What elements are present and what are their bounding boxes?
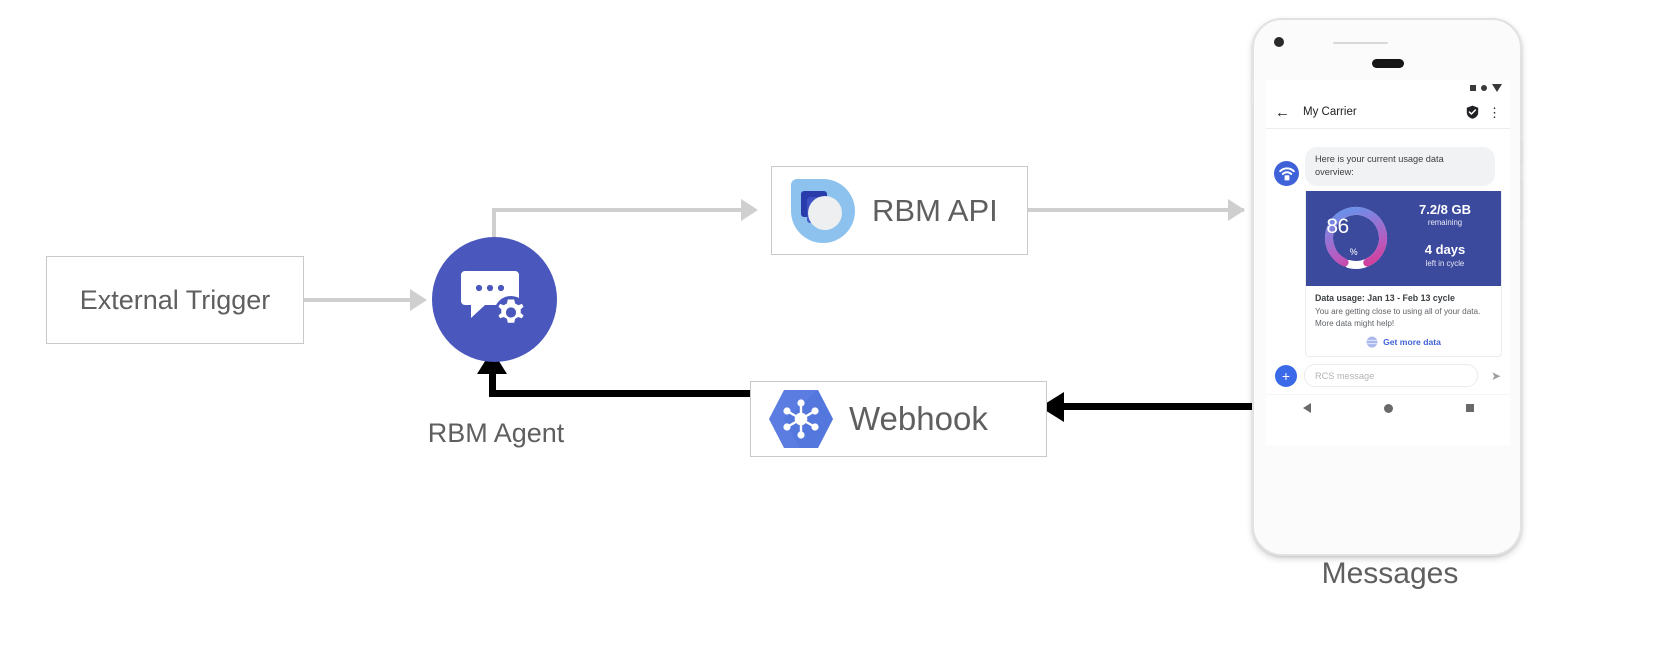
connector-agent-to-api-vertical bbox=[492, 208, 496, 242]
webhook-label: Webhook bbox=[849, 400, 988, 437]
card-body: Data usage: Jan 13 - Feb 13 cycle You ar… bbox=[1306, 286, 1501, 357]
conversation-area: Here is your current usage data overview… bbox=[1266, 129, 1510, 358]
node-rbm-agent[interactable] bbox=[432, 237, 557, 362]
connector-api-to-phone bbox=[1028, 208, 1244, 212]
message-composer: + RCS message ➤ bbox=[1266, 357, 1510, 394]
rbm-api-label: RBM API bbox=[872, 192, 998, 228]
gauge-value: 86 bbox=[1326, 214, 1349, 238]
rcs-message-input[interactable]: RCS message bbox=[1304, 364, 1478, 388]
card-hero: 86 % 7.2/8 GB remaining 4 days left in c… bbox=[1306, 190, 1501, 286]
app-bar-title: My Carrier bbox=[1303, 106, 1357, 118]
connector-trigger-to-agent bbox=[304, 298, 410, 302]
external-trigger-label: External Trigger bbox=[79, 284, 271, 315]
card-description: You are getting close to using all of yo… bbox=[1315, 306, 1481, 328]
phone-screen: ← My Carrier ⋮ bbox=[1266, 80, 1510, 445]
rbm-droplet-logo bbox=[791, 178, 855, 243]
phone-front-camera-icon bbox=[1274, 37, 1284, 47]
arrowhead-agent-to-api bbox=[741, 199, 758, 221]
phone-sensor-line bbox=[1333, 42, 1388, 44]
connector-webhook-to-agent-horizontal bbox=[489, 390, 751, 397]
phone-sim-tray bbox=[1251, 78, 1254, 104]
add-icon[interactable]: + bbox=[1275, 364, 1297, 387]
card-title: Data usage: Jan 13 - Feb 13 cycle bbox=[1315, 292, 1455, 303]
phone-power-button[interactable] bbox=[1520, 140, 1523, 166]
battery-triangle-icon bbox=[1492, 84, 1502, 92]
phone-device: ← My Carrier ⋮ bbox=[1251, 18, 1523, 556]
get-more-data-label: Get more data bbox=[1383, 337, 1441, 348]
wifi-dot-icon bbox=[1481, 85, 1487, 91]
stat-data-main: 7.2/8 GB bbox=[1418, 201, 1472, 217]
stat-cycle-sub: left in cycle bbox=[1425, 258, 1465, 268]
node-rbm-api[interactable]: RBM API bbox=[771, 166, 1028, 255]
gauge-value-group: 86 % bbox=[1306, 191, 1378, 263]
gauge-unit: % bbox=[1349, 246, 1358, 257]
nav-recents-icon[interactable] bbox=[1465, 404, 1474, 413]
message-bubble: Here is your current usage data overview… bbox=[1305, 147, 1495, 186]
rcs-input-placeholder: RCS message bbox=[1315, 370, 1375, 381]
hero-stats: 7.2/8 GB remaining 4 days left in cycle bbox=[1399, 202, 1491, 268]
node-external-trigger[interactable]: External Trigger bbox=[46, 256, 304, 344]
phone-caption: Messages bbox=[1321, 557, 1459, 590]
stat-data-sub: remaining bbox=[1427, 218, 1463, 228]
phone-earpiece-speaker bbox=[1372, 59, 1404, 68]
signal-square-icon bbox=[1470, 85, 1476, 91]
status-bar bbox=[1266, 80, 1510, 96]
send-icon[interactable]: ➤ bbox=[1490, 368, 1501, 383]
app-bar: ← My Carrier ⋮ bbox=[1266, 96, 1510, 129]
rich-card[interactable]: 86 % 7.2/8 GB remaining 4 days left in c… bbox=[1305, 190, 1502, 358]
more-vert-icon[interactable]: ⋮ bbox=[1488, 104, 1501, 120]
phone-volume-button[interactable] bbox=[1520, 178, 1523, 222]
node-webhook[interactable]: Webhook bbox=[750, 381, 1047, 457]
android-nav-bar bbox=[1266, 394, 1510, 422]
chat-gear-icon bbox=[460, 270, 528, 330]
carrier-wifi-avatar-icon bbox=[1274, 160, 1299, 186]
nav-home-icon[interactable] bbox=[1383, 403, 1393, 413]
message-row: Here is your current usage data overview… bbox=[1274, 147, 1502, 186]
connector-webhook-to-agent-vertical bbox=[489, 372, 496, 397]
webhook-hexagon-icon bbox=[769, 390, 833, 448]
rbm-agent-caption: RBM Agent bbox=[427, 418, 565, 448]
stat-block-data: 7.2/8 GB remaining bbox=[1399, 202, 1491, 228]
connector-phone-to-webhook bbox=[1060, 403, 1260, 410]
globe-icon bbox=[1366, 337, 1379, 348]
connector-agent-to-api-horizontal bbox=[492, 208, 741, 212]
arrowhead-trigger-to-agent bbox=[410, 289, 427, 311]
get-more-data-button[interactable]: Get more data bbox=[1315, 336, 1492, 348]
shield-check-icon[interactable] bbox=[1466, 105, 1479, 119]
stat-block-cycle: 4 days left in cycle bbox=[1399, 242, 1491, 268]
back-arrow-icon[interactable]: ← bbox=[1275, 103, 1290, 121]
usage-gauge bbox=[1320, 202, 1392, 274]
nav-back-icon[interactable] bbox=[1302, 403, 1311, 414]
stat-cycle-main: 4 days bbox=[1424, 242, 1466, 258]
arrowhead-api-to-phone bbox=[1228, 199, 1245, 221]
